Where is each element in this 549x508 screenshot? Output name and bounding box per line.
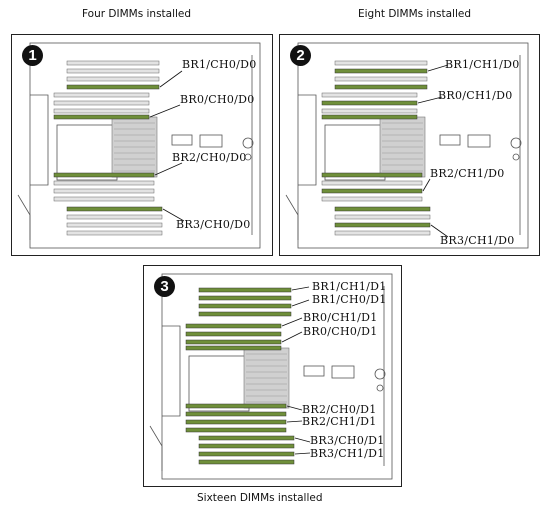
caption-four-dimms: Four DIMMs installed xyxy=(82,8,192,20)
dimm-label: BR2/CH0/D0 xyxy=(172,151,247,164)
board-diagram-3 xyxy=(149,273,393,480)
dimm-label: BR2/CH1/D0 xyxy=(430,167,505,180)
dimm-label: BR0/CH0/D0 xyxy=(180,93,255,106)
dimm-label: BR1/CH1/D0 xyxy=(445,58,520,71)
dimm-slots-1 xyxy=(53,60,163,236)
dimm-label: BR3/CH1/D1 xyxy=(310,447,385,460)
panel-eight-dimms: 2 BR1/CH1/D0 BR0/CH1/D0 BR2/CH1/D0 BR3/C… xyxy=(279,34,540,256)
dimm-label: BR0/CH1/D0 xyxy=(438,89,513,102)
dimm-label: BR2/CH0/D1 xyxy=(302,403,377,416)
board-diagram-1 xyxy=(17,42,261,249)
panel-four-dimms: 1 BR1/CH0/D0 BR0/CH0/D0 BR2/CH0/D0 BR3/C… xyxy=(11,34,273,256)
dimm-label: BR1/CH1/D1 xyxy=(312,280,387,293)
dimm-label: BR1/CH0/D0 xyxy=(182,58,257,71)
panel-sixteen-dimms: 3 BR1/CH1/D1 BR1/CH0/D1 BR0/CH1/D1 BR0/C… xyxy=(143,265,402,487)
caption-eight-dimms: Eight DIMMs installed xyxy=(358,8,471,20)
board-diagram-2 xyxy=(285,42,529,249)
step-badge-2: 2 xyxy=(290,45,311,66)
dimm-label: BR0/CH1/D1 xyxy=(303,311,378,324)
dimm-label: BR1/CH0/D1 xyxy=(312,293,387,306)
dimm-label: BR3/CH0/D0 xyxy=(176,218,251,231)
caption-sixteen-dimms: Sixteen DIMMs installed xyxy=(197,492,323,504)
dimm-label: BR3/CH0/D1 xyxy=(310,434,385,447)
dimm-label: BR3/CH1/D0 xyxy=(440,234,515,247)
dimm-slots-3 xyxy=(185,287,295,465)
step-badge-1: 1 xyxy=(22,45,43,66)
dimm-slots-2 xyxy=(321,60,431,236)
dimm-label: BR2/CH1/D1 xyxy=(302,415,377,428)
dimm-label: BR0/CH0/D1 xyxy=(303,325,378,338)
step-badge-3: 3 xyxy=(154,276,175,297)
